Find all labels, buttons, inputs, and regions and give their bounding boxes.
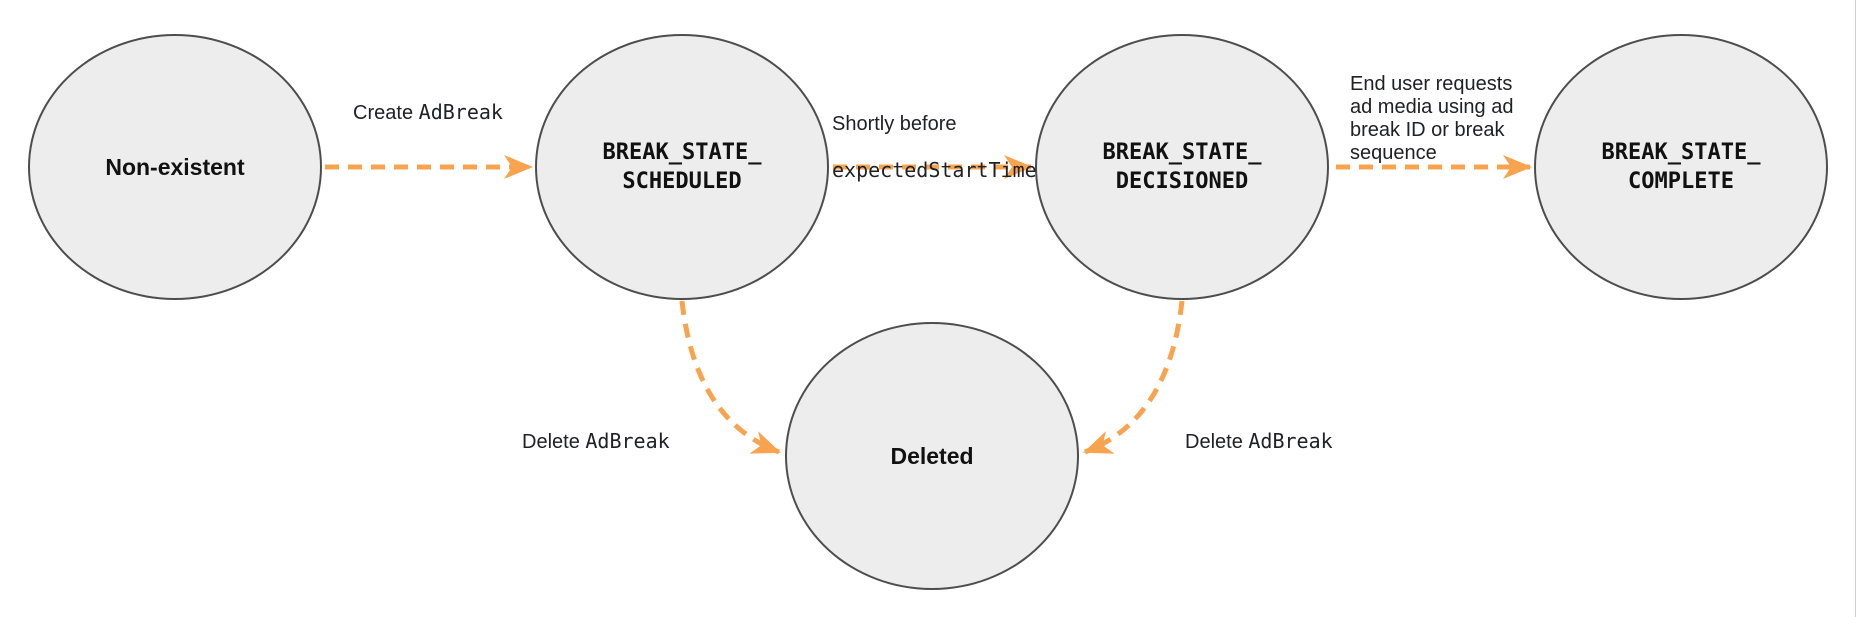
state-node-break-state-decisioned: BREAK_STATE_ DECISIONED (1035, 34, 1329, 300)
transition-label-delete-left-code: AdBreak (585, 429, 670, 453)
arrow-delete-adbreak-right (1083, 300, 1185, 455)
state-node-break-state-complete: BREAK_STATE_ COMPLETE (1534, 34, 1828, 300)
transition-label-create-text: Create (353, 102, 419, 124)
transition-label-create-code: AdBreak (418, 100, 503, 124)
state-node-break-state-scheduled: BREAK_STATE_ SCHEDULED (535, 34, 829, 300)
content-right-rule (1854, 0, 1856, 617)
state-label-non-existent: Non-existent (105, 153, 245, 180)
transition-label-delete-right-code: AdBreak (1248, 429, 1333, 453)
state-label-break-state-decisioned: BREAK_STATE_ DECISIONED (1102, 140, 1262, 194)
transition-label-end-user-requests: End user requests ad media using ad brea… (1350, 50, 1513, 165)
state-label-break-state-scheduled: BREAK_STATE_ SCHEDULED (602, 140, 762, 194)
transition-label-delete-adbreak-right: Delete AdBreak (1185, 407, 1333, 454)
state-node-deleted: Deleted (785, 322, 1079, 590)
state-node-non-existent: Non-existent (28, 34, 322, 300)
transition-label-delete-left-text: Delete (522, 431, 586, 453)
transition-label-shortly-before: Shortly before expectedStartTime (832, 90, 1037, 205)
arrow-delete-adbreak-left (679, 300, 781, 455)
transition-label-delete-right-text: Delete (1185, 431, 1249, 453)
transition-label-end-user-requests-text: End user requests ad media using ad brea… (1350, 73, 1514, 164)
state-label-break-state-complete: BREAK_STATE_ COMPLETE (1601, 140, 1761, 194)
transition-label-delete-adbreak-left: Delete AdBreak (522, 407, 670, 454)
transition-label-create-adbreak: Create AdBreak (353, 101, 503, 125)
transition-label-shortly-before-code: expectedStartTime (832, 158, 1037, 182)
state-label-deleted: Deleted (890, 442, 974, 469)
transition-label-shortly-before-text: Shortly before (832, 113, 957, 135)
